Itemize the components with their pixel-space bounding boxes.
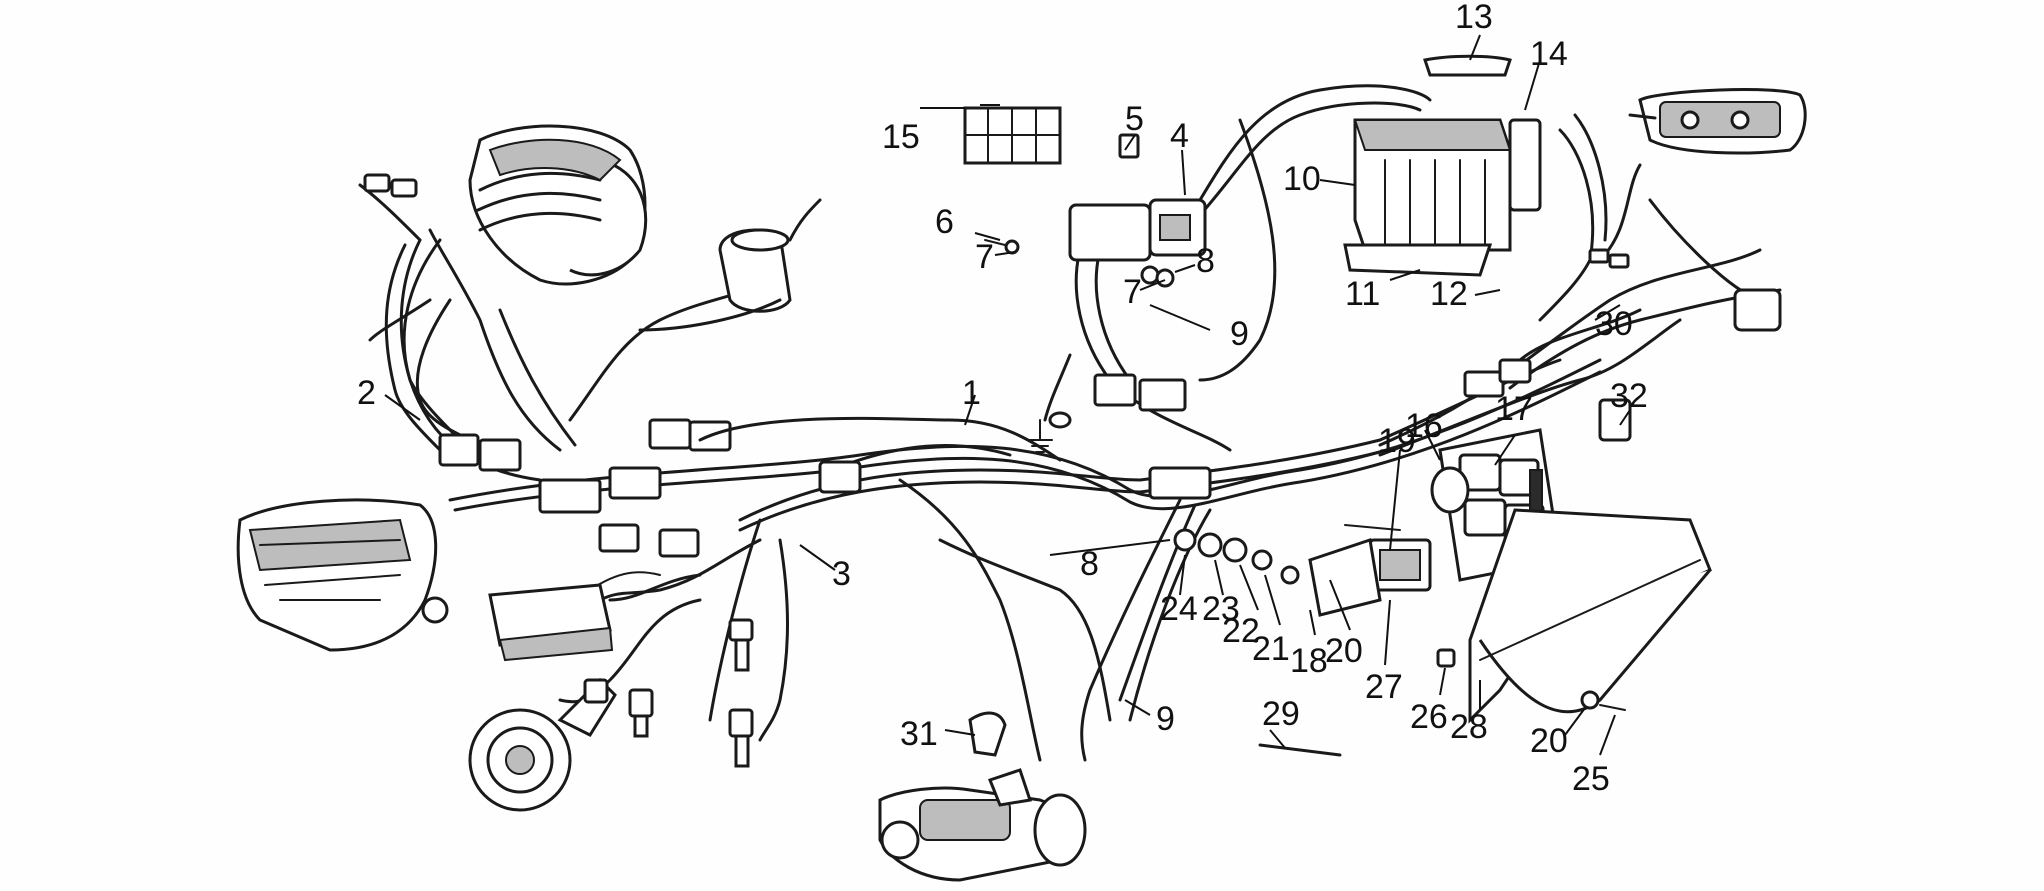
callout-19: 19 xyxy=(1378,422,1416,460)
callout-24: 24 xyxy=(1160,590,1198,628)
callout-29: 29 xyxy=(1262,695,1300,733)
fuse-legend-card xyxy=(963,106,1062,165)
callout-2: 2 xyxy=(357,374,376,412)
callout-22: 22 xyxy=(1222,612,1260,650)
control-unit-icon xyxy=(488,573,702,662)
callout-20b: 20 xyxy=(1530,722,1568,760)
callout-9a: 9 xyxy=(1230,315,1249,353)
callout-5: 5 xyxy=(1125,100,1144,138)
callout-3: 3 xyxy=(832,555,851,593)
instrument-cluster-icon xyxy=(468,124,648,286)
starter-motor-icon xyxy=(878,768,1087,882)
callout-16: 16 xyxy=(1405,407,1443,445)
callout-25: 25 xyxy=(1572,760,1610,798)
callout-20a: 20 xyxy=(1325,632,1363,670)
fasteners xyxy=(1173,524,1626,757)
callout-7a: 7 xyxy=(975,238,994,276)
callout-4: 4 xyxy=(1170,117,1189,155)
callout-11: 11 xyxy=(1345,275,1380,313)
callout-13: 13 xyxy=(1455,0,1493,36)
callout-15: 15 xyxy=(882,118,920,156)
tail-light-icon xyxy=(1588,88,1807,332)
callout-32: 32 xyxy=(1610,377,1648,415)
callout-18: 18 xyxy=(1290,642,1328,680)
callout-7b: 7 xyxy=(1123,273,1142,311)
callout-8b: 8 xyxy=(1080,545,1099,583)
main-harness xyxy=(358,84,1782,762)
callout-6: 6 xyxy=(935,203,954,241)
battery-icon xyxy=(1343,54,1542,277)
flasher-relay-icon xyxy=(984,133,1207,288)
callout-23: 23 xyxy=(1202,590,1240,628)
leader-lines xyxy=(384,34,1631,756)
callout-26: 26 xyxy=(1410,698,1448,736)
callout-30: 30 xyxy=(1595,305,1633,343)
callout-12: 12 xyxy=(1430,275,1468,313)
callout-28: 28 xyxy=(1450,708,1488,746)
side-cover-panel xyxy=(1468,398,1712,724)
callout-27: 27 xyxy=(1365,668,1403,706)
wire-terminal-icon xyxy=(363,173,418,198)
callout-10: 10 xyxy=(1283,160,1321,198)
pressure-switch-icon xyxy=(583,618,754,768)
callout-9b: 9 xyxy=(1156,700,1175,738)
callout-8a: 8 xyxy=(1196,242,1215,280)
ground-symbol-icon xyxy=(1027,419,1053,453)
callout-labels: 1 2 3 4 5 6 7 7 8 8 9 9 10 11 12 13 14 1… xyxy=(357,0,1648,798)
ignition-switch-icon xyxy=(638,198,822,332)
callout-14: 14 xyxy=(1530,35,1568,73)
neutral-switch-icon xyxy=(968,711,1007,757)
callout-21: 21 xyxy=(1252,630,1290,668)
callout-1: 1 xyxy=(962,374,981,412)
callout-31: 31 xyxy=(900,715,938,753)
headlight-icon xyxy=(236,498,449,652)
callout-17: 17 xyxy=(1495,390,1533,428)
